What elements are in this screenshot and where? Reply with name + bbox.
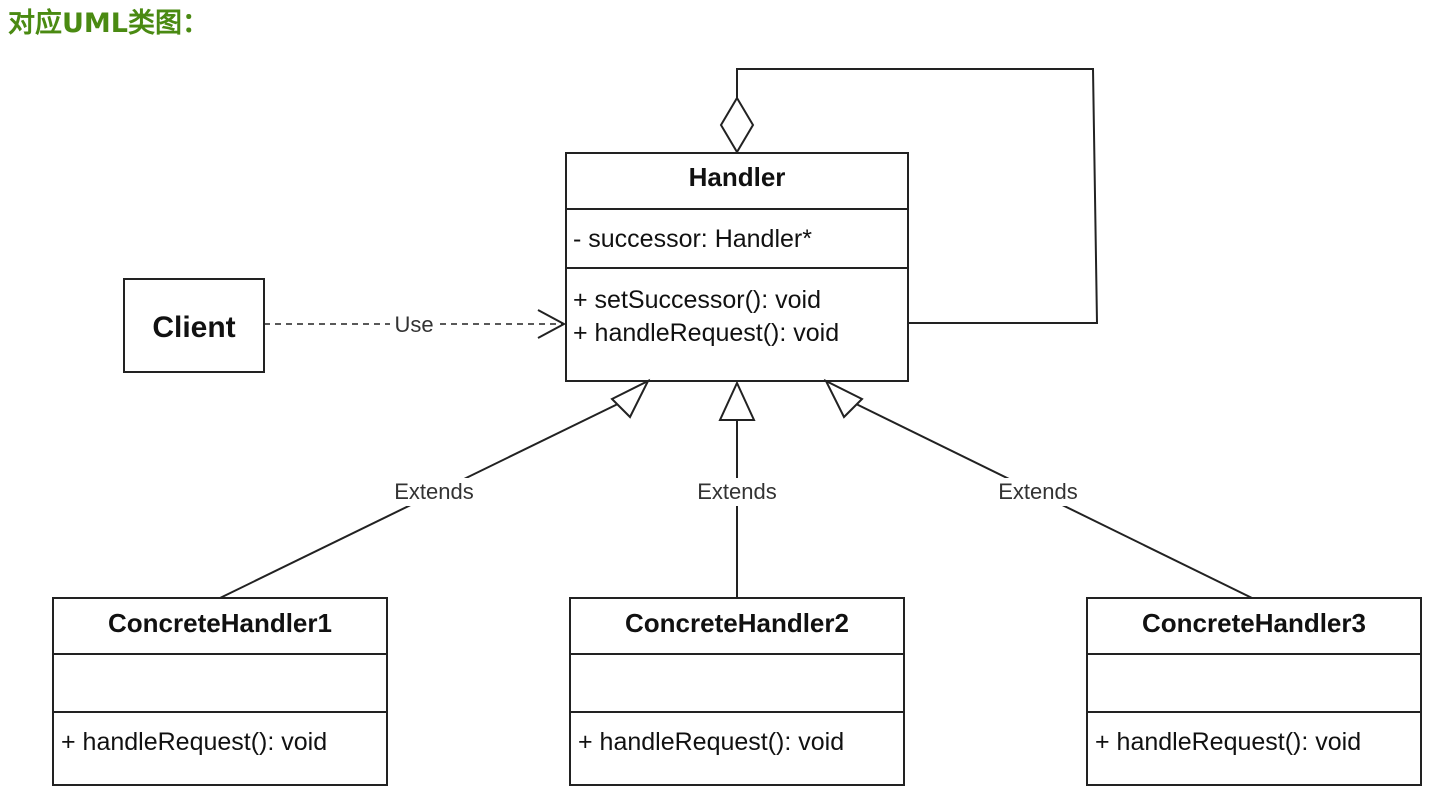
- extends-label-background: [988, 478, 1088, 506]
- concrete-handler-name: ConcreteHandler2: [625, 608, 849, 638]
- concrete-handler-box: [1086, 597, 1422, 786]
- concrete-handler-method: + handleRequest(): void: [61, 728, 327, 756]
- client-class-box: [123, 278, 265, 373]
- generalization-triangle: [823, 378, 864, 419]
- generalization-triangle: [718, 380, 756, 421]
- concrete-handler-method: + handleRequest(): void: [578, 728, 844, 756]
- extends-label: Extends: [998, 479, 1078, 504]
- extends-label-background: [687, 478, 787, 506]
- use-label: Use: [394, 312, 433, 337]
- handler-attribute: - successor: Handler*: [573, 225, 812, 253]
- page-heading: 对应UML类图：: [8, 8, 209, 39]
- use-dependency-edge: Use: [264, 309, 567, 339]
- concrete-handler-class-2[interactable]: ConcreteHandler2 + handleRequest(): void: [569, 597, 905, 786]
- extends-edge-2: Extends: [687, 380, 787, 598]
- client-class[interactable]: Client: [123, 278, 265, 373]
- dependency-arrowhead: [537, 309, 567, 339]
- extends-label-background: [384, 478, 484, 506]
- concrete-handler-name: ConcreteHandler3: [1142, 608, 1366, 638]
- extends-edge-3: Extends: [823, 378, 1253, 599]
- concrete-handler-class-1[interactable]: ConcreteHandler1 + handleRequest(): void: [52, 597, 388, 786]
- generalization-triangle: [610, 378, 651, 419]
- aggregation-line: [736, 68, 1099, 324]
- concrete-handler-name: ConcreteHandler1: [108, 608, 332, 638]
- handler-method: + handleRequest(): void: [573, 319, 839, 347]
- handler-method: + setSuccessor(): void: [573, 286, 821, 314]
- extends-edge-1: Extends: [219, 378, 651, 599]
- handler-class[interactable]: Handler - successor: Handler* + setSucce…: [565, 152, 909, 382]
- concrete-handler-method: + handleRequest(): void: [1095, 728, 1361, 756]
- extends-label: Extends: [697, 479, 777, 504]
- use-label-background: [390, 312, 438, 336]
- handler-class-name: Handler: [689, 162, 786, 192]
- concrete-handler-box: [52, 597, 388, 786]
- aggregation-diamond: [719, 96, 755, 154]
- concrete-handler-class-3[interactable]: ConcreteHandler3 + handleRequest(): void: [1086, 597, 1422, 786]
- concrete-handler-box: [569, 597, 905, 786]
- extends-label: Extends: [394, 479, 474, 504]
- client-class-name: Client: [152, 311, 235, 344]
